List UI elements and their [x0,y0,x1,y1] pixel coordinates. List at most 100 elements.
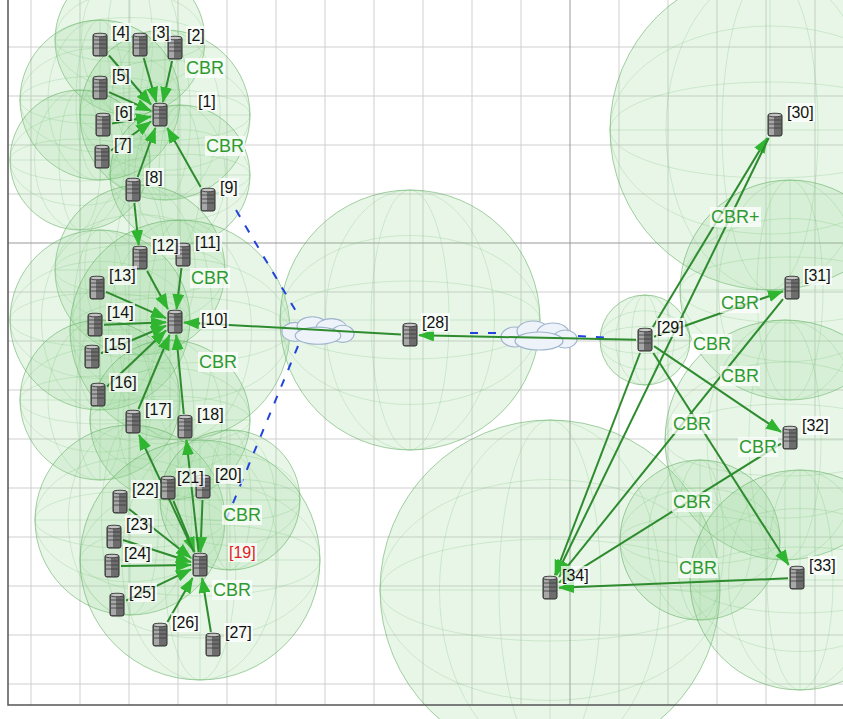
traffic-label: CBR [212,580,252,600]
traffic-label: CBR [185,58,225,78]
node-id: [7] [113,135,133,154]
traffic-flow-arrow [138,335,169,409]
node-id: [20] [214,465,243,484]
server-icon [783,275,801,301]
server-icon [166,309,184,335]
node-id: [34] [561,566,590,585]
server-icon [124,409,142,435]
server-icon [541,575,559,601]
server-icon [159,475,177,501]
node-id: [4] [111,23,131,42]
server-icon [93,144,111,170]
traffic-flow-arrow [177,268,182,309]
server-icon [86,312,104,338]
node-id: [30] [786,103,815,122]
node-id: [13] [108,266,137,285]
server-icon [91,32,109,58]
traffic-label: CBR [190,268,230,288]
node-id: [6] [114,103,134,122]
server-icon [83,344,101,370]
node-id: [27] [224,623,253,642]
traffic-label: CBR [720,293,760,313]
node-id: [14] [106,303,135,322]
node-id: [23] [125,515,154,534]
node-id: [33] [808,556,837,575]
node-id: [5] [111,66,131,85]
node-id: [19] [228,543,257,562]
traffic-label: CBR+ [710,207,761,227]
network-node: [6] [94,112,112,138]
network-node: [22] [111,489,129,515]
network-node: [23] [105,524,123,550]
node-id: [3] [151,23,171,42]
traffic-label: CBR [692,334,732,354]
node-id: [24] [123,544,152,563]
traffic-flow-arrow [163,61,172,102]
server-icon [131,32,149,58]
node-id: [32] [801,416,830,435]
server-icon [636,327,654,353]
network-node: [19] [191,552,209,578]
server-icon [176,414,194,440]
traffic-label: CBR [672,492,712,512]
network-node: [8] [124,177,142,203]
traffic-flow-arrow [109,56,151,105]
server-icon [88,275,106,301]
network-node: [31] [783,275,801,301]
traffic-flow-arrow [555,353,640,575]
traffic-flow-arrow [134,203,138,245]
server-icon [111,489,129,515]
server-icon [151,102,169,128]
node-id: [9] [219,178,239,197]
node-id: [17] [144,400,173,419]
network-node: [15] [83,344,101,370]
network-node: [33] [788,565,806,591]
server-icon [91,75,109,101]
server-icon [788,565,806,591]
network-node: [28] [401,322,419,348]
radio-range-spheres [10,0,843,719]
traffic-flow-arrow [653,138,767,327]
network-node: [34] [541,575,559,601]
node-id: [25] [128,583,157,602]
traffic-label: CBR [198,352,238,372]
server-icon [124,177,142,203]
network-node: [25] [108,592,126,618]
network-node: [24] [103,553,121,579]
traffic-flow-arrow [121,564,191,567]
server-icon [766,112,784,138]
node-id: [8] [144,168,164,187]
traffic-label: CBR [678,558,718,578]
traffic-label: CBR [205,136,245,156]
server-icon [204,632,222,658]
network-node: [1] [151,102,169,128]
traffic-label: CBR [720,366,760,386]
canvas-frame [8,0,843,705]
network-node: [21] [159,475,177,501]
network-node: [30] [766,112,784,138]
network-node: [3] [131,32,149,58]
server-icon [103,553,121,579]
traffic-flow-arrow [654,291,783,337]
network-node: [5] [91,75,109,101]
node-id: [21] [176,468,205,487]
traffic-label: CBR [672,414,712,434]
network-node: [32] [781,425,799,451]
server-icon [94,112,112,138]
node-id: [2] [186,26,206,45]
network-node: [16] [89,382,107,408]
wireless-cloud [501,321,577,350]
server-icon [191,552,209,578]
traffic-flow-arrow [559,444,781,583]
network-node: [7] [93,144,111,170]
network-node: [17] [124,409,142,435]
traffic-label: CBR [222,505,262,525]
node-id: [11] [194,233,222,252]
node-id: [26] [171,613,200,632]
network-node: [14] [86,312,104,338]
node-id: [31] [803,266,832,285]
traffic-flow-arrow [419,335,636,340]
traffic-flow-arrow [123,540,191,562]
network-node: [9] [199,187,217,213]
